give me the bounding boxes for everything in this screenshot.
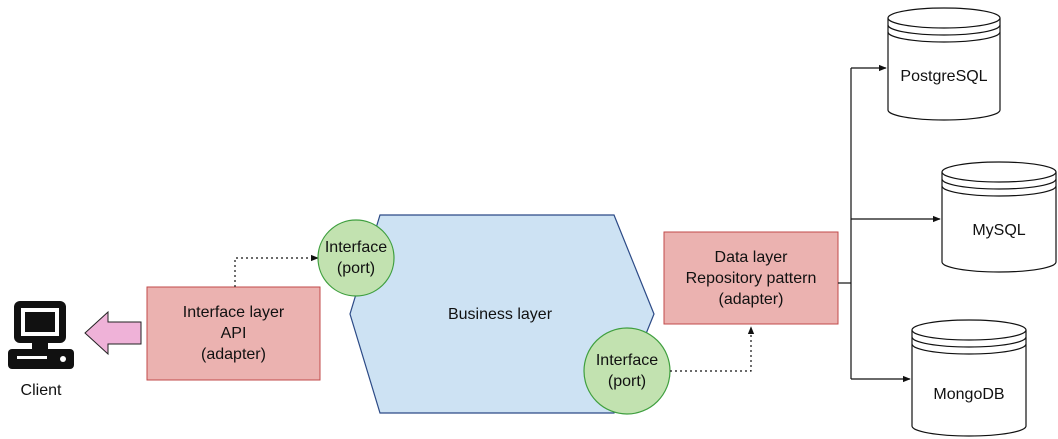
data-layer-box — [663, 231, 839, 325]
client-computer-icon — [8, 301, 74, 369]
mongodb-cylinder — [911, 319, 1027, 437]
postgresql-cylinder — [887, 7, 1001, 121]
interface-layer-box — [146, 286, 321, 381]
business-layer-shape — [349, 214, 655, 414]
mysql-cylinder — [941, 161, 1057, 273]
client-arrow — [84, 310, 142, 356]
port-right-circle — [583, 327, 671, 415]
connector-interface-layer-to-port — [234, 254, 319, 287]
database-connectors — [838, 64, 941, 383]
port-left-circle — [317, 219, 395, 297]
connector-port-to-data-layer — [670, 326, 755, 372]
